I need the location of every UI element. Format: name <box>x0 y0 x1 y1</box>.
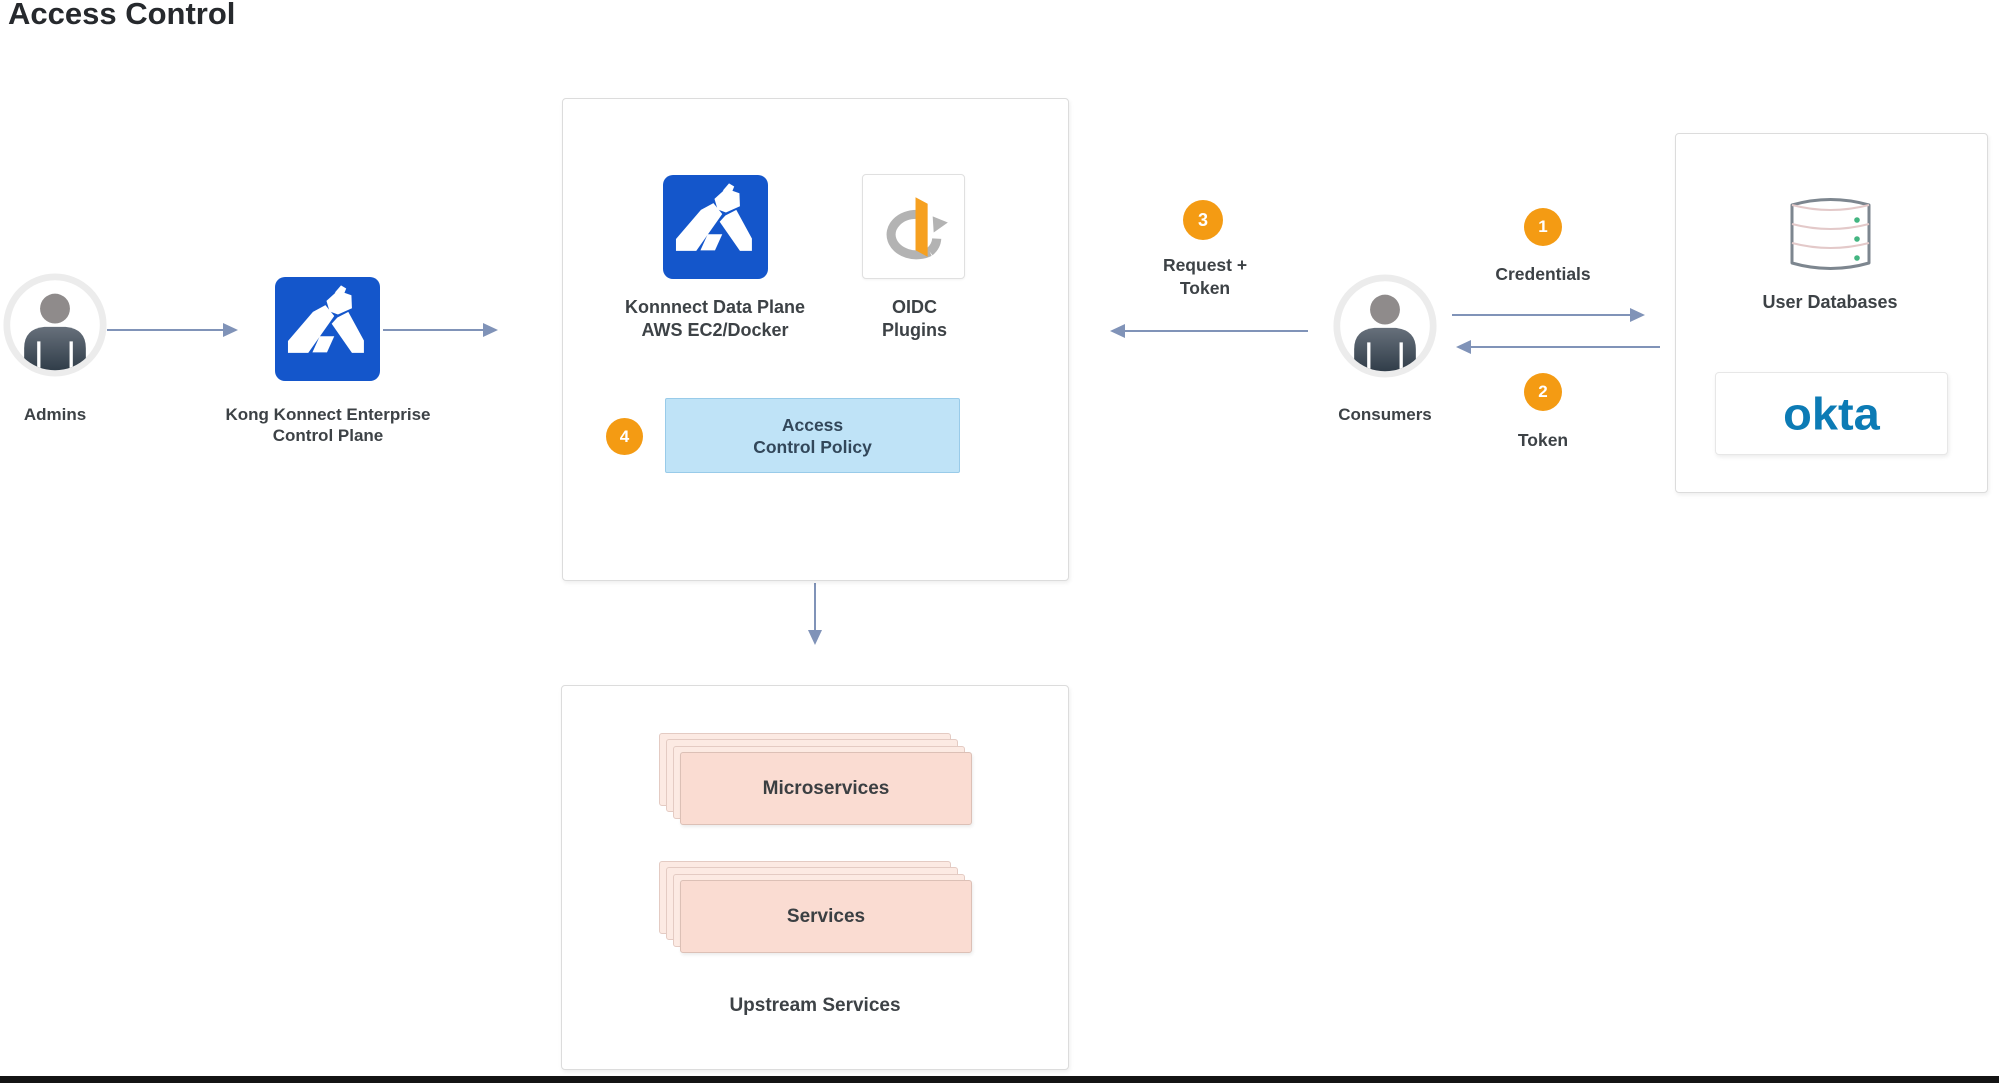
page-title: Access Control <box>8 0 236 31</box>
admins-person-icon <box>2 272 108 378</box>
control-plane-label-line1: Kong Konnect Enterprise <box>225 405 431 424</box>
services-card: Services <box>680 880 972 953</box>
oidc-plugins-label: OIDC Plugins <box>842 296 987 342</box>
request-token-line2: Token <box>1179 278 1231 298</box>
oidc-label-line1: OIDC <box>892 297 937 317</box>
bottom-divider <box>0 1076 1999 1083</box>
step-1-badge: 1 <box>1524 208 1562 246</box>
data-plane-label-line2: AWS EC2/Docker <box>641 320 789 340</box>
data-plane-panel <box>562 98 1069 581</box>
microservices-card: Microservices <box>680 752 972 825</box>
step-4-badge: 4 <box>606 418 643 455</box>
okta-logo-box: okta <box>1715 372 1948 455</box>
database-icon <box>1784 192 1877 276</box>
data-plane-label: Konnnect Data Plane AWS EC2/Docker <box>590 296 840 342</box>
credentials-label: Credentials <box>1495 264 1591 284</box>
oidc-openid-icon <box>862 174 965 279</box>
consumers-person-icon <box>1332 273 1438 379</box>
consumers-label: Consumers <box>1338 405 1432 424</box>
request-token-line1: Request + <box>1162 255 1248 275</box>
kong-data-plane-icon <box>663 175 768 279</box>
okta-logo: okta <box>1783 388 1880 439</box>
admins-label: Admins <box>23 405 87 424</box>
step-3-badge: 3 <box>1183 200 1223 240</box>
access-policy-line1: Access <box>781 414 844 435</box>
data-plane-label-line1: Konnnect Data Plane <box>624 297 806 317</box>
control-plane-label-line2: Control Plane <box>272 426 384 445</box>
kong-control-plane-icon <box>275 277 380 381</box>
request-token-label: Request + Token <box>1125 254 1285 300</box>
upstream-services-label: Upstream Services <box>729 995 901 1016</box>
access-control-policy-box: Access Control Policy <box>665 398 960 473</box>
access-policy-line2: Control Policy <box>753 436 872 457</box>
token-label: Token <box>1517 430 1569 450</box>
control-plane-label: Kong Konnect Enterprise Control Plane <box>178 404 478 446</box>
step-2-badge: 2 <box>1524 373 1562 411</box>
oidc-label-line2: Plugins <box>881 320 947 340</box>
user-databases-label: User Databases <box>1762 292 1898 312</box>
